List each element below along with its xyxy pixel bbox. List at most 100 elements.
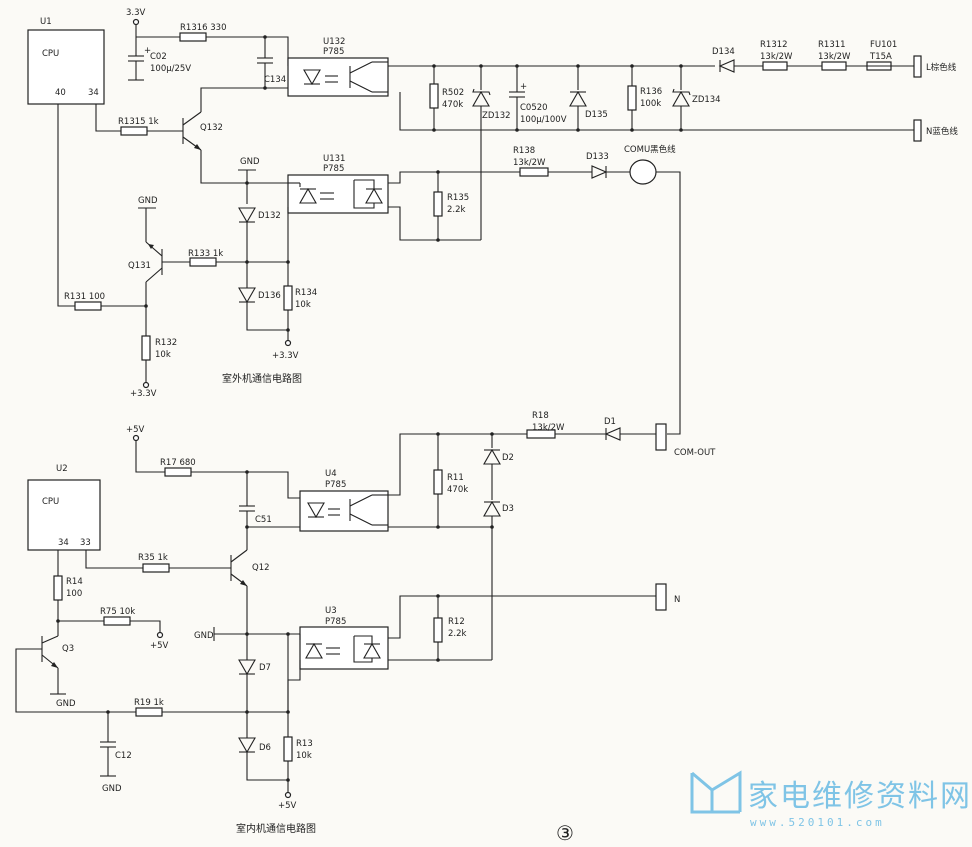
r135-ref: R135 — [447, 193, 469, 203]
figure-number: ③ — [556, 821, 574, 845]
u3-model: P785 — [325, 617, 346, 627]
resistor-r1316 — [179, 32, 207, 42]
r1311-ref: R1311 — [818, 40, 846, 50]
r1311-value: 13k/2W — [818, 52, 851, 62]
resistor-r136 — [627, 85, 637, 111]
cpu-u1-pin34: 34 — [88, 88, 99, 98]
c0520-value: 100μ/100V — [520, 115, 567, 125]
gnd-mid-label: GND — [194, 631, 214, 641]
resistor-r132 — [141, 335, 151, 361]
resistor-r75 — [103, 616, 131, 626]
resistor-r13 — [283, 736, 293, 762]
outdoor-caption: 室外机通信电路图 — [222, 372, 302, 385]
r14-value: 100 — [66, 589, 82, 599]
l-line-label: L棕色线 — [926, 62, 957, 73]
d7-label: D7 — [259, 663, 271, 673]
r133-label: R133 1k — [188, 249, 223, 259]
r138-value: 13k/2W — [513, 158, 546, 168]
r19-label: R19 1k — [134, 698, 164, 708]
watermark-logo — [690, 770, 742, 814]
r138-ref: R138 — [513, 146, 535, 156]
resistor-r19 — [135, 707, 163, 717]
cpu-u2-ref: U2 — [56, 464, 68, 474]
gnd-c12-label: GND — [102, 784, 122, 794]
v5-top-label: +5V — [126, 425, 145, 435]
r135-value: 2.2k — [447, 205, 466, 215]
r35-label: R35 1k — [138, 553, 168, 563]
resistor-r1315 — [120, 126, 148, 136]
c51-label: C51 — [255, 515, 272, 525]
v33-label-b: +3.3V — [130, 389, 157, 399]
d134-label: D134 — [712, 47, 735, 57]
cpu-u2-label: CPU — [42, 497, 59, 507]
terminal-n-outdoor — [913, 119, 922, 142]
u132-model: P785 — [323, 47, 344, 57]
optocoupler-u3 — [299, 626, 389, 670]
resistor-r135 — [433, 191, 443, 217]
d135-label: D135 — [585, 110, 608, 120]
resistor-r14 — [53, 575, 63, 601]
r11-ref: R11 — [447, 473, 464, 483]
terminal-l — [913, 55, 922, 78]
resistor-r1312 — [762, 61, 788, 71]
r18-value: 13k/2W — [532, 423, 565, 433]
resistor-r12 — [433, 617, 443, 643]
svg-text:+: + — [520, 82, 527, 92]
cpu-u1-pin40: 40 — [55, 88, 66, 98]
n-indoor-label: N — [674, 595, 680, 605]
optocoupler-u132 — [287, 57, 389, 97]
optocoupler-u4 — [299, 490, 389, 532]
gnd-label-2: GND — [138, 196, 158, 206]
optocoupler-u131 — [287, 174, 389, 214]
resistor-r502 — [429, 83, 439, 109]
r11-value: 470k — [447, 485, 468, 495]
supply-33v: 3.3V — [126, 8, 146, 18]
d136-label: D136 — [258, 291, 281, 301]
r132-value: 10k — [155, 350, 171, 360]
gnd-q3-label: GND — [56, 699, 76, 709]
r12-ref: R12 — [448, 617, 465, 627]
svg-text:+: + — [144, 46, 151, 56]
r1315-label: R1315 1k — [118, 117, 159, 127]
r1312-value: 13k/2W — [760, 52, 793, 62]
c134-label: C134 — [264, 75, 286, 85]
c02-ref: C02 — [150, 52, 167, 62]
r17-label: R17 680 — [160, 458, 196, 468]
zd134-label: ZD134 — [692, 95, 721, 105]
cpu-u1-label: CPU — [42, 49, 59, 59]
r12-value: 2.2k — [448, 629, 467, 639]
c0520-ref: C0520 — [520, 103, 548, 113]
v5-r75-label: +5V — [150, 641, 169, 651]
terminal-n-indoor — [655, 583, 667, 611]
r132-ref: R132 — [155, 338, 177, 348]
r136-value: 100k — [640, 99, 661, 109]
d133-label: D133 — [586, 152, 609, 162]
resistor-r138 — [519, 167, 549, 177]
u131-model: P785 — [323, 164, 344, 174]
zd132-label: ZD132 — [482, 111, 511, 121]
q12-label: Q12 — [252, 563, 270, 573]
cpu-u2-box — [27, 479, 101, 551]
resistor-r134 — [283, 285, 293, 311]
watermark-url: www.520101.com — [750, 816, 885, 829]
cpu-u2-pin34: 34 — [58, 538, 69, 548]
resistor-r131 — [74, 301, 102, 311]
u4-model: P785 — [325, 480, 346, 490]
u131-ref: U131 — [323, 154, 345, 164]
d6-label: D6 — [259, 743, 271, 753]
q3-label: Q3 — [62, 644, 74, 654]
c02-value: 100μ/25V — [150, 64, 191, 74]
r14-ref: R14 — [66, 577, 83, 587]
r1316-label: R1316 330 — [180, 23, 226, 33]
r502-ref: R502 — [442, 88, 464, 98]
q131-label: Q131 — [128, 261, 151, 271]
terminal-com-out — [655, 423, 667, 451]
d2-label: D2 — [502, 453, 514, 463]
q132-label: Q132 — [200, 123, 223, 133]
r136-ref: R136 — [640, 87, 662, 97]
u4-ref: U4 — [325, 469, 337, 479]
v5-bot-label: +5V — [278, 801, 297, 811]
resistor-r1311 — [821, 61, 847, 71]
r502-value: 470k — [442, 100, 463, 110]
